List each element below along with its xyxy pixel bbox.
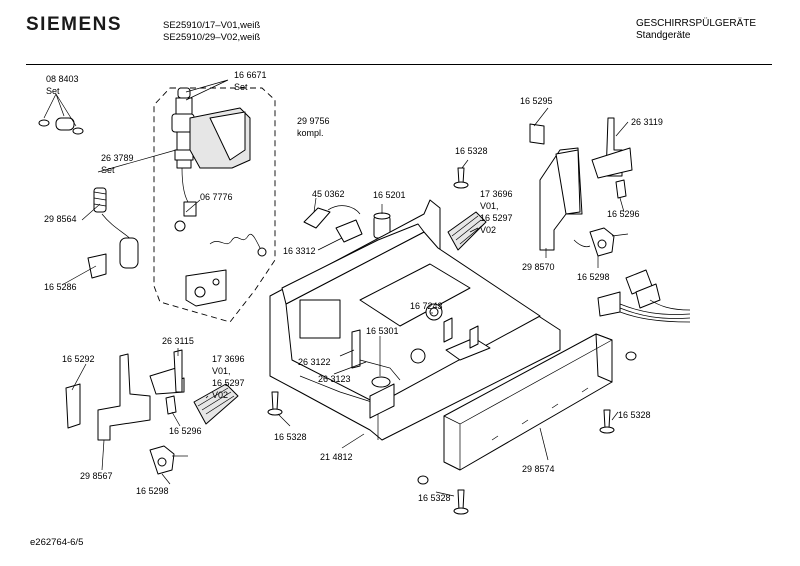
label-298564: 29 8564	[44, 214, 77, 224]
kick-plate	[443, 333, 613, 471]
label-263115: 26 3115	[162, 336, 194, 346]
label-165298-left: 16 5298	[136, 486, 169, 496]
guide-rail-left	[193, 383, 239, 425]
label-298567: 29 8567	[80, 471, 113, 481]
label-214812: 21 4812	[320, 452, 353, 462]
screw-bottom	[417, 475, 469, 515]
bracket-263119	[591, 117, 633, 179]
label-165328-bottom: 16 5328	[418, 493, 451, 503]
model-line-1: SE25910/17–V01,weiß	[163, 20, 261, 31]
label-173696-left: 17 3696	[212, 354, 245, 364]
label-165201: 16 5201	[373, 190, 406, 200]
label-v02-left: V02	[212, 390, 229, 400]
label-v01-top: V01,	[480, 201, 499, 211]
wire-harness	[597, 269, 691, 323]
hose-clip	[87, 253, 107, 279]
inlet-valve-assembly	[171, 87, 251, 232]
subcategory-title: Standgeräte	[636, 30, 691, 41]
label-165297-left: 16 5297	[212, 378, 245, 388]
label-165328-left: 16 5328	[274, 432, 307, 442]
label-set-2: Set	[234, 82, 248, 92]
clip-left	[165, 395, 177, 415]
label-v01-left: V01,	[212, 366, 231, 376]
label-263119: 26 3119	[631, 117, 663, 127]
label-kompl: kompl.	[297, 128, 324, 138]
base-frame	[269, 199, 561, 441]
label-067776: 06 7776	[200, 192, 233, 202]
label-165296-left: 16 5296	[169, 426, 202, 436]
float-lever	[359, 359, 401, 381]
label-165301: 16 5301	[366, 326, 399, 336]
label-165296-right: 16 5296	[607, 209, 640, 219]
sensor-bracket	[185, 269, 227, 307]
label-set-1: Set	[46, 86, 60, 96]
clip-right	[615, 179, 627, 199]
label-263123: 26 3123	[318, 374, 351, 384]
bracket-165292	[65, 383, 81, 429]
spring-part	[93, 187, 107, 213]
label-263789: 26 3789	[101, 153, 134, 163]
label-165292: 16 5292	[62, 354, 95, 364]
capacitor-16-5201	[373, 212, 391, 239]
label-450362: 45 0362	[312, 189, 345, 199]
screw-right-small	[625, 351, 637, 361]
spiral-hose	[209, 233, 263, 253]
sensor-left	[149, 445, 188, 475]
label-298574: 29 8574	[522, 464, 555, 474]
sensor-right	[573, 227, 629, 257]
screw-left	[267, 391, 283, 416]
bracket-165295	[529, 123, 583, 251]
bracket-263115	[149, 349, 185, 395]
screw-right	[599, 409, 615, 434]
screw-top	[453, 167, 469, 189]
label-165328-top: 16 5328	[455, 146, 488, 156]
header-divider	[26, 64, 772, 65]
kit-dashed-outline	[153, 87, 276, 323]
model-line-2: SE25910/29–V02,weiß	[163, 32, 261, 43]
siemens-logo: SIEMENS	[26, 14, 123, 35]
label-165297-top: 16 5297	[480, 213, 513, 223]
label-298570: 29 8570	[522, 262, 555, 272]
drawing-id: e262764-6/5	[30, 537, 84, 548]
label-v02-top: V02	[480, 225, 497, 235]
label-set-3: Set	[101, 165, 115, 175]
bracket-298567	[97, 353, 151, 441]
category-title: GESCHIRRSPÜLGERÄTE	[636, 18, 757, 29]
label-165298-right: 16 5298	[577, 272, 610, 282]
part-263122	[351, 329, 361, 369]
label-088403: 08 8403	[46, 74, 79, 84]
cable-45-0362	[303, 205, 363, 243]
label-299756: 29 9756	[297, 116, 330, 126]
float-part	[371, 376, 391, 388]
label-165286: 16 5286	[44, 282, 77, 292]
leader-lines	[43, 79, 629, 497]
label-173696-top: 17 3696	[480, 189, 513, 199]
label-167243: 16 7243	[410, 301, 443, 311]
label-165295: 16 5295	[520, 96, 553, 106]
label-263122: 26 3122	[298, 357, 331, 367]
label-163312: 16 3312	[283, 246, 316, 256]
label-165328-right: 16 5328	[618, 410, 651, 420]
hose-clamps	[38, 117, 84, 135]
label-166671: 16 6671	[234, 70, 267, 80]
